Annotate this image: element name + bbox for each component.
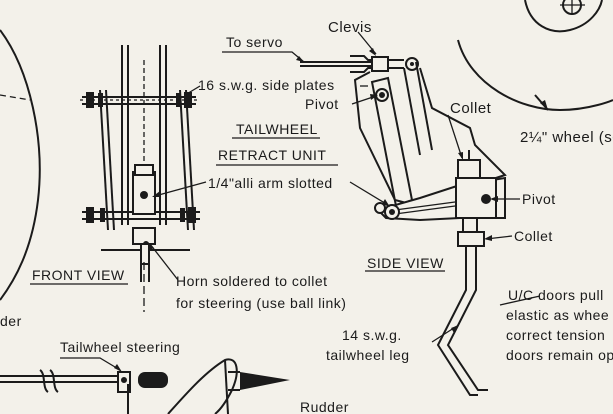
side-view-assembly — [300, 55, 507, 396]
wheel-label: 2¼" wheel (sc — [520, 129, 613, 146]
wheel-drawing — [457, 0, 613, 112]
leader-lines — [30, 31, 541, 372]
horn-label-line-1: Horn soldered to collet — [176, 273, 328, 289]
front-view-assembly — [80, 45, 200, 312]
to-servo-label: To servo — [226, 34, 283, 50]
steering-assembly — [0, 358, 290, 414]
collet-right-label: Collet — [514, 228, 553, 244]
clevis-label: Clevis — [328, 19, 372, 36]
title-line-2: RETRACT UNIT — [218, 147, 326, 163]
uc-doors-line-1: U/C doors pull — [508, 287, 604, 303]
front-view-label: FRONT VIEW — [32, 267, 125, 283]
centerline-left — [0, 94, 31, 101]
left-fragment-label: der — [0, 313, 22, 329]
uc-doors-line-4: doors remain op — [506, 347, 613, 363]
alli-arm-label: 1/4"alli arm slotted — [208, 175, 333, 191]
side-view-label: SIDE VIEW — [367, 255, 444, 271]
pivot-right-label: Pivot — [522, 191, 556, 207]
side-plates-label: 16 s.w.g. side plates — [198, 77, 335, 93]
collet-top-label: Collet — [450, 100, 492, 117]
leg-label-line-2: tailwheel leg — [326, 347, 410, 363]
title-line-1: TAILWHEEL — [236, 121, 318, 137]
rudder-label: Rudder — [300, 399, 349, 414]
horn-label-line-2: for steering (use ball link) — [176, 295, 346, 311]
uc-doors-line-3: correct tension — [506, 327, 605, 343]
leg-label-line-1: 14 s.w.g. — [342, 327, 402, 343]
pivot-top-label: Pivot — [305, 96, 339, 112]
fuselage-outline-left — [0, 29, 41, 301]
uc-doors-line-2: elastic as whee — [506, 307, 609, 323]
steering-label: Tailwheel steering — [60, 339, 180, 355]
